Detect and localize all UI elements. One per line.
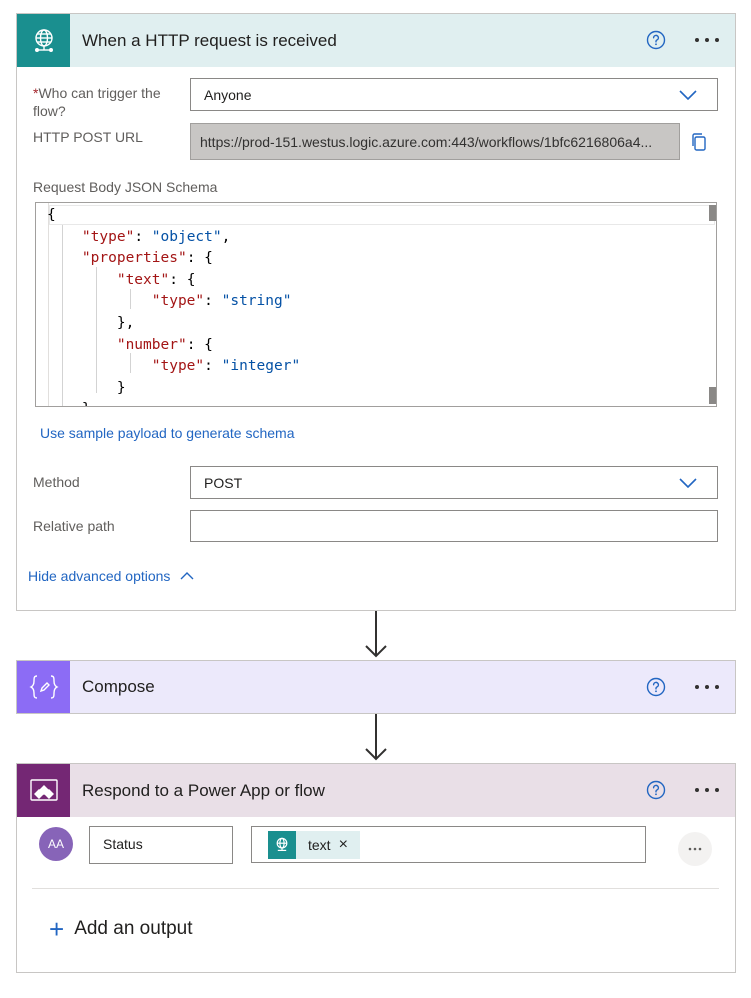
code-line: "type": "string" [151, 293, 292, 310]
scrollbar-thumb[interactable] [709, 387, 716, 404]
help-circle-icon[interactable] [646, 780, 666, 800]
more-horizontal-icon[interactable] [693, 777, 721, 803]
relative-path-label: Relative path [33, 518, 115, 534]
token-label: text [308, 837, 331, 853]
compose-card: Compose [16, 660, 736, 714]
code-line: } [47, 399, 91, 406]
arrow-down-icon [364, 611, 388, 659]
code-line: "number": { [116, 336, 213, 353]
more-horizontal-icon [688, 847, 702, 851]
http-trigger-card: When a HTTP request is received *Who can… [16, 13, 736, 611]
method-label: Method [33, 474, 80, 490]
dynamic-content-token[interactable]: text × [268, 831, 360, 859]
relative-path-input[interactable] [190, 510, 718, 542]
schema-label: Request Body JSON Schema [33, 179, 218, 195]
scrollbar-thumb-top[interactable] [709, 205, 716, 221]
respond-header[interactable]: Respond to a Power App or flow [17, 764, 735, 817]
http-trigger-header[interactable]: When a HTTP request is received [17, 14, 735, 67]
method-dropdown[interactable]: POST [190, 466, 718, 499]
schema-code-area[interactable]: { "type": "object", "properties": { "tex… [47, 203, 716, 406]
powerapps-icon [17, 764, 70, 817]
http-post-url-label: HTTP POST URL [33, 129, 143, 145]
hide-advanced-options-link[interactable]: Hide advanced options [28, 568, 194, 584]
schema-editor[interactable]: { "type": "object", "properties": { "tex… [35, 202, 717, 407]
help-circle-icon[interactable] [646, 30, 666, 50]
who-can-trigger-dropdown[interactable]: Anyone [190, 78, 718, 111]
compose-title: Compose [82, 677, 155, 696]
output-name-input[interactable]: Status [89, 826, 233, 864]
braces-pencil-icon [17, 661, 70, 713]
plus-icon: + [49, 914, 65, 944]
help-circle-icon[interactable] [646, 677, 666, 697]
http-trigger-title: When a HTTP request is received [82, 30, 337, 50]
who-can-trigger-value: Anyone [204, 86, 252, 103]
indent-guide [96, 267, 97, 393]
http-post-url-value: https://prod-151.westus.logic.azure.com:… [200, 133, 653, 150]
sample-payload-link[interactable]: Use sample payload to generate schema [40, 425, 295, 441]
output-name-value: Status [103, 836, 143, 852]
token-remove-button[interactable]: × [338, 836, 348, 853]
globe-icon [268, 831, 296, 859]
indent-guide [62, 225, 63, 406]
divider [32, 888, 719, 889]
avatar: AA [39, 827, 73, 861]
chevron-up-icon [180, 572, 194, 580]
who-can-trigger-label: *Who can trigger the flow? [33, 85, 161, 119]
arrow-down-icon [364, 714, 388, 762]
code-line: "properties": { [81, 250, 213, 267]
output-more-button[interactable] [678, 832, 712, 866]
code-line: } [47, 379, 126, 396]
method-value: POST [204, 474, 243, 491]
output-value-input[interactable]: text × [251, 826, 646, 863]
globe-icon [17, 14, 70, 67]
chevron-down-icon [679, 478, 697, 488]
code-line: }, [47, 315, 135, 331]
chevron-down-icon [679, 90, 697, 100]
compose-header[interactable]: Compose [17, 661, 735, 713]
more-horizontal-icon[interactable] [693, 674, 721, 700]
indent-guide [130, 353, 131, 373]
add-output-label: Add an output [74, 918, 193, 939]
code-line: "type": "integer" [151, 358, 301, 375]
required-marker: * [33, 85, 39, 101]
copy-icon[interactable] [690, 132, 708, 157]
indent-guide [130, 289, 131, 309]
http-post-url-field: https://prod-151.westus.logic.azure.com:… [190, 123, 680, 160]
respond-card: Respond to a Power App or flow AA Status… [16, 763, 736, 973]
current-line-highlight [49, 205, 715, 225]
more-horizontal-icon[interactable] [693, 27, 721, 53]
add-output-button[interactable]: + Add an output [49, 914, 193, 944]
respond-title: Respond to a Power App or flow [82, 780, 325, 800]
code-line: "text": { [116, 271, 196, 288]
code-line: { [47, 207, 56, 223]
code-line: "type": "object", [81, 228, 231, 245]
